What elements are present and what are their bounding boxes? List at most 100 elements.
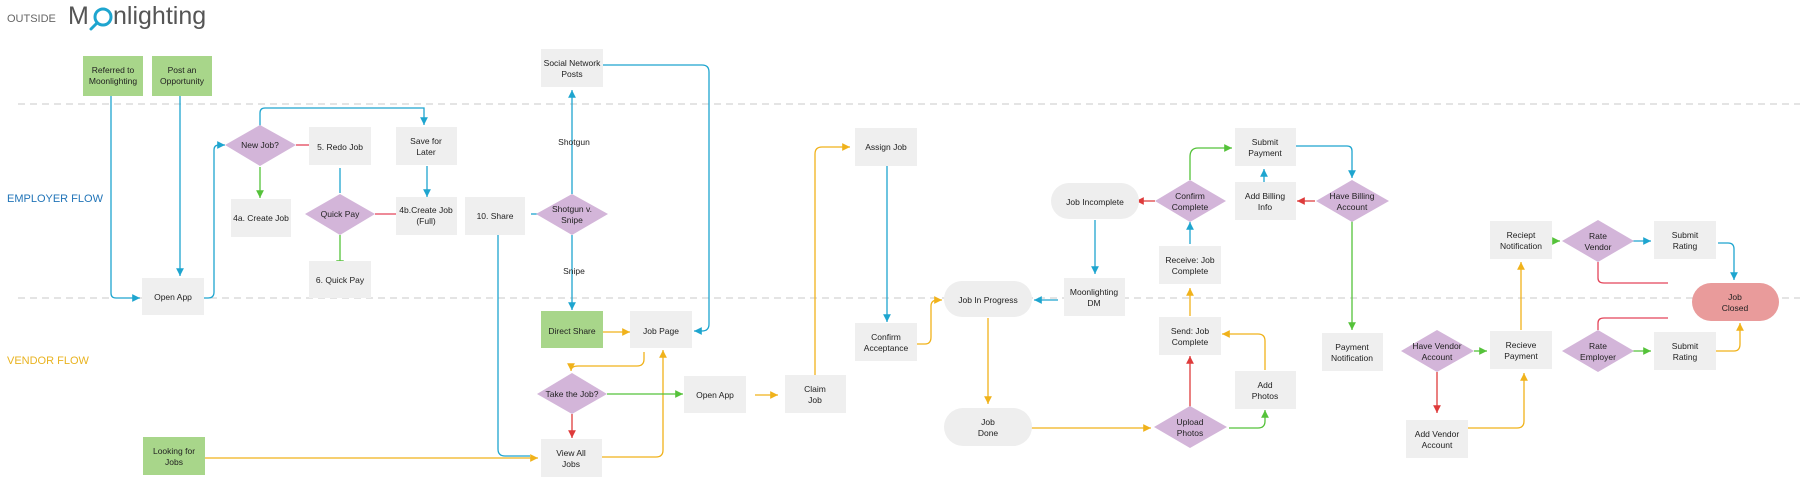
node-save-for-later: Save for Later — [396, 127, 457, 165]
node-job-page: Job Page — [630, 311, 692, 348]
decision-have-vendor-account: Have Vendor Account — [1401, 330, 1474, 372]
svg-text:Have Billing: Have Billing — [1330, 191, 1375, 201]
decision-rate-vendor: Rate Vendor — [1562, 220, 1634, 262]
svg-text:Submit: Submit — [1672, 230, 1699, 240]
svg-text:Referred to: Referred to — [92, 65, 135, 75]
svg-text:Add Vendor: Add Vendor — [1415, 429, 1460, 439]
svg-text:Posts: Posts — [561, 69, 582, 79]
svg-text:Job Incomplete: Job Incomplete — [1066, 197, 1124, 207]
node-view-all-jobs: View All Jobs — [541, 439, 602, 477]
node-submit-rating-top: Submit Rating — [1654, 221, 1716, 259]
vendor-flow-label: VENDOR FLOW — [7, 355, 90, 367]
node-direct-share: Direct Share — [541, 311, 603, 348]
svg-text:Send: Job: Send: Job — [1171, 326, 1210, 336]
moon-lens-icon — [93, 7, 113, 27]
svg-text:Submit: Submit — [1672, 341, 1699, 351]
svg-text:Account: Account — [1422, 440, 1453, 450]
svg-text:Direct Share: Direct Share — [548, 326, 596, 336]
svg-text:Snipe: Snipe — [561, 215, 583, 225]
svg-text:Complete: Complete — [1172, 266, 1209, 276]
svg-text:Rating: Rating — [1673, 352, 1698, 362]
svg-text:Add: Add — [1257, 380, 1272, 390]
svg-text:Account: Account — [1422, 352, 1453, 362]
node-send-job-complete: Send: Job Complete — [1159, 317, 1221, 355]
outside-label: OUTSIDE — [7, 13, 56, 25]
svg-text:Notification: Notification — [1500, 241, 1542, 251]
svg-text:Take the Job?: Take the Job? — [546, 389, 599, 399]
node-job-done: Job Done — [944, 408, 1032, 446]
node-create-job-full: 4b.Create Job (Full) — [396, 197, 457, 235]
snipe-label: Snipe — [563, 266, 585, 276]
node-receive-job-complete: Receive: Job Complete — [1159, 246, 1221, 284]
svg-text:Opportunity: Opportunity — [160, 76, 205, 86]
node-moonlighting-dm: Moonlighting DM — [1064, 278, 1125, 316]
node-create-job: 4a. Create Job — [231, 199, 291, 237]
node-job-incomplete: Job Incomplete — [1051, 183, 1139, 219]
svg-text:Account: Account — [1337, 202, 1368, 212]
svg-text:Later: Later — [416, 147, 436, 157]
svg-text:Confirm: Confirm — [1175, 191, 1205, 201]
node-reciept-notification: Reciept Notification — [1490, 221, 1552, 259]
svg-text:Looking for: Looking for — [153, 446, 195, 456]
node-quick-pay: 6. Quick Pay — [309, 261, 371, 298]
svg-text:Claim: Claim — [804, 384, 826, 394]
svg-text:Info: Info — [1258, 202, 1272, 212]
decision-rate-employer: Rate Employer — [1562, 330, 1634, 372]
svg-text:(Full): (Full) — [416, 216, 436, 226]
node-submit-payment: Submit Payment — [1235, 128, 1296, 166]
svg-text:Closed: Closed — [1722, 303, 1749, 313]
svg-text:Moonlighting: Moonlighting — [89, 76, 137, 86]
svg-text:Open App: Open App — [154, 292, 192, 302]
svg-text:Payment: Payment — [1504, 351, 1538, 361]
svg-text:Job Page: Job Page — [643, 326, 679, 336]
moonlighting-logo: M nlighting — [68, 2, 206, 31]
svg-text:10. Share: 10. Share — [477, 211, 514, 221]
svg-text:Acceptance: Acceptance — [864, 343, 909, 353]
decision-confirm-complete: Confirm Complete — [1155, 180, 1226, 222]
decision-have-billing-account: Have Billing Account — [1316, 180, 1389, 222]
decision-upload-photos: Upload Photos — [1154, 406, 1227, 448]
svg-text:Upload: Upload — [1177, 417, 1204, 427]
node-referred: Referred to Moonlighting — [83, 56, 143, 96]
moon-crescent-icon — [96, 12, 107, 23]
svg-text:New Job?: New Job? — [241, 140, 279, 150]
svg-text:Notification: Notification — [1331, 353, 1373, 363]
svg-text:6. Quick Pay: 6. Quick Pay — [316, 275, 365, 285]
decision-shotgun-snipe: Shotgun v. Snipe — [536, 194, 608, 235]
node-job-in-progress: Job In Progress — [944, 281, 1032, 317]
svg-text:4b.Create Job: 4b.Create Job — [399, 205, 453, 215]
svg-text:Employer: Employer — [1580, 352, 1616, 362]
node-confirm-acceptance: Confirm Acceptance — [855, 323, 917, 361]
node-looking-for-jobs: Looking for Jobs — [143, 437, 205, 475]
svg-text:Rating: Rating — [1673, 241, 1698, 251]
svg-text:5. Redo Job: 5. Redo Job — [317, 142, 363, 152]
svg-text:Social Network: Social Network — [544, 58, 601, 68]
svg-text:Photos: Photos — [1252, 391, 1278, 401]
svg-text:Complete: Complete — [1172, 337, 1209, 347]
svg-text:Rate: Rate — [1589, 341, 1607, 351]
node-open-app-employer: Open App — [142, 278, 204, 315]
node-job-closed: Job Closed — [1692, 283, 1779, 321]
svg-text:Save for: Save for — [410, 136, 442, 146]
svg-text:Jobs: Jobs — [165, 457, 183, 467]
svg-text:Vendor: Vendor — [1585, 242, 1612, 252]
svg-text:Job: Job — [808, 395, 822, 405]
svg-text:Post an: Post an — [168, 65, 197, 75]
node-add-photos: Add Photos — [1235, 371, 1296, 409]
svg-text:Done: Done — [978, 428, 999, 438]
svg-text:Have Vendor: Have Vendor — [1412, 341, 1461, 351]
node-add-billing-info: Add Billing Info — [1235, 182, 1296, 220]
svg-text:Assign Job: Assign Job — [865, 142, 907, 152]
svg-text:Receive: Job: Receive: Job — [1165, 255, 1214, 265]
node-claim-job: Claim Job — [785, 375, 846, 413]
svg-text:Job In Progress: Job In Progress — [958, 295, 1018, 305]
node-social-network-posts: Social Network Posts — [541, 49, 603, 87]
svg-text:Job: Job — [981, 417, 995, 427]
svg-text:Moonlighting: Moonlighting — [1070, 287, 1118, 297]
svg-text:DM: DM — [1087, 298, 1100, 308]
svg-text:Shotgun v.: Shotgun v. — [552, 204, 592, 214]
svg-text:Add Billing: Add Billing — [1245, 191, 1285, 201]
logo-text-end: nlighting — [113, 2, 206, 30]
node-submit-rating-bottom: Submit Rating — [1654, 332, 1716, 370]
